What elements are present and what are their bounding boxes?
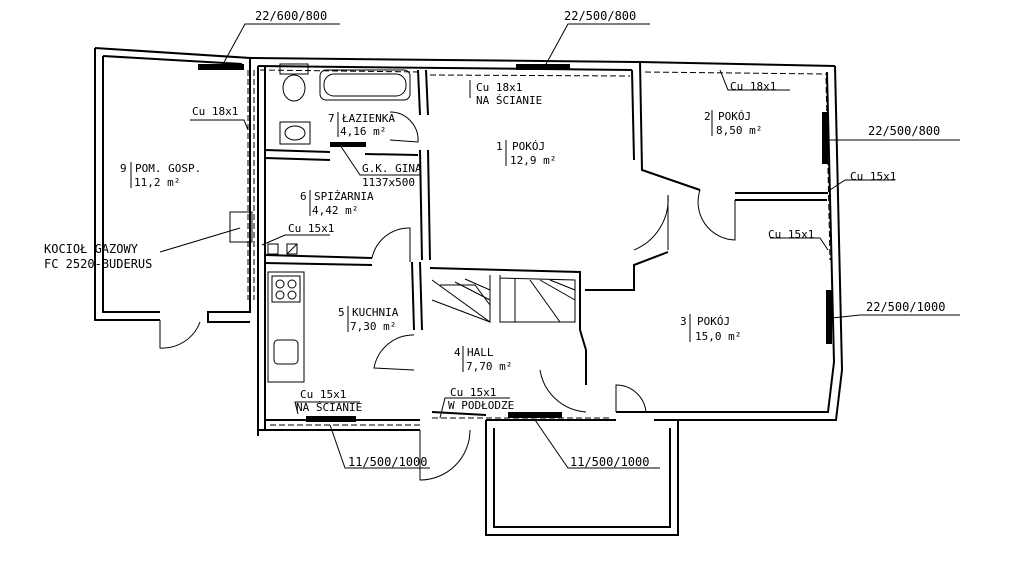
room-name: POKÓJ <box>718 110 751 123</box>
pipe-label-cu15-boiler: Cu 15x1 <box>288 222 334 235</box>
radiator-label-top-left: 22/600/800 <box>255 9 327 23</box>
pipe-label-cu15-bottom-left: Cu 15x1 <box>300 388 346 401</box>
radiator-label-right-lower: 22/500/1000 <box>866 300 945 314</box>
radiator-label-bottom-left: 11/500/1000 <box>348 455 427 469</box>
toilet-tank <box>279 63 309 75</box>
room-name: SPIŻARNIA <box>314 190 374 203</box>
kitchen-counter <box>267 271 305 383</box>
room-number: 9 <box>120 162 127 175</box>
room-2: 2 POKÓJ 8,50 m² <box>704 110 762 137</box>
room-name: POM. GOSP. <box>135 162 201 175</box>
room-number: 3 <box>680 315 687 328</box>
room-7: 7 ŁAZIENKA 4,16 m² <box>328 112 395 138</box>
pipe-label-cu18-right: Cu 18x1 <box>730 80 776 93</box>
bathtub-icon <box>319 69 411 101</box>
stove-icon <box>271 275 301 303</box>
room-name: ŁAZIENKA <box>341 112 395 125</box>
radiator-right-lower <box>826 290 832 344</box>
radiator-bottom-center <box>508 412 562 418</box>
pipes <box>247 69 831 426</box>
kitchen-sink-icon <box>273 339 299 365</box>
pipe-label-cu18-top: Cu 18x1 <box>476 81 522 94</box>
radiator-top-center <box>516 64 570 70</box>
doors <box>159 111 736 481</box>
room-number: 5 <box>338 306 345 319</box>
room-number: 1 <box>496 140 503 153</box>
labels: 22/600/800 22/500/800 22/500/800 22/500/… <box>44 9 945 469</box>
room-6: 6 SPIŻARNIA 4,42 m² <box>300 190 374 217</box>
pipe-label-cu15-bottom-center-note: W PODŁODZE <box>448 399 514 412</box>
fixtures <box>229 63 411 383</box>
radiator-label-top-center: 22/500/800 <box>564 9 636 23</box>
room-area: 7,30 m² <box>350 320 396 333</box>
radiator-top-left <box>198 64 244 70</box>
pipe-label-cu15-bottom-left-note: NA ŚCIANIE <box>296 401 362 414</box>
gas-boiler-mark <box>330 142 366 147</box>
room-4: 4 HALL 7,70 m² <box>454 346 512 373</box>
room-number: 7 <box>328 112 335 125</box>
gas-boiler-size: 1137x500 <box>362 176 415 189</box>
pipe-label-cu15-right-a: Cu 15x1 <box>850 170 896 183</box>
room-number: 4 <box>454 346 461 359</box>
room-area: 4,16 m² <box>340 125 386 138</box>
pipe-label-cu18-left: Cu 18x1 <box>192 105 238 118</box>
radiator-label-right-upper: 22/500/800 <box>868 124 940 138</box>
pipe-label-cu15-right-b: Cu 15x1 <box>768 228 814 241</box>
room-5: 5 KUCHNIA 7,30 m² <box>338 306 399 333</box>
room-1: 1 POKÓJ 12,9 m² <box>496 140 556 167</box>
radiators <box>198 64 832 422</box>
stairs <box>431 275 576 323</box>
boiler-label-line2: FC 2520-BUDERUS <box>44 257 152 271</box>
boiler-icon <box>229 211 253 243</box>
radiator-label-bottom-center: 11/500/1000 <box>570 455 649 469</box>
room-area: 11,2 m² <box>134 176 180 189</box>
room-area: 15,0 m² <box>695 330 741 343</box>
pipe-label-cu18-top-note: NA ŚCIANIE <box>476 94 542 107</box>
room-3: 3 POKÓJ 15,0 m² <box>680 314 741 343</box>
room-area: 12,9 m² <box>510 154 556 167</box>
room-name: KUCHNIA <box>352 306 399 319</box>
room-area: 8,50 m² <box>716 124 762 137</box>
radiator-bottom-left <box>306 416 356 422</box>
room-name: POKÓJ <box>697 315 730 328</box>
room-number: 2 <box>704 110 711 123</box>
room-name: POKÓJ <box>512 140 545 153</box>
room-number: 6 <box>300 190 307 203</box>
radiator-right-upper <box>822 112 828 164</box>
room-area: 4,42 m² <box>312 204 358 217</box>
room-area: 7,70 m² <box>466 360 512 373</box>
room-9: 9 POM. GOSP. 11,2 m² <box>120 162 201 189</box>
boiler-label-line1: KOCIOŁ GAZOWY <box>44 242 139 256</box>
leader-lines <box>159 23 960 469</box>
room-name: HALL <box>467 346 494 359</box>
sink-icon <box>279 121 311 145</box>
pipe-label-cu15-bottom-center: Cu 15x1 <box>450 386 496 399</box>
gas-boiler-name: G.K. GINA <box>362 162 422 175</box>
toilet-bowl-icon <box>282 74 306 102</box>
